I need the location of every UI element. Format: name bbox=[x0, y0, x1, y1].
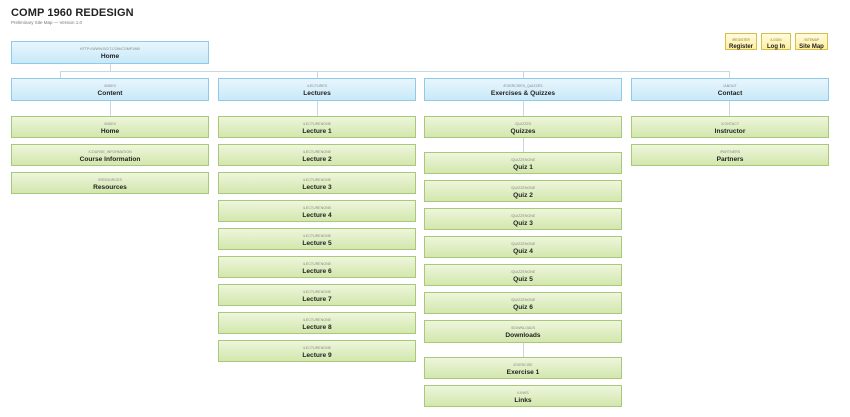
page-node-instructor[interactable]: /CONTACT Instructor bbox=[631, 116, 829, 138]
page-path: /LINKS bbox=[517, 391, 529, 395]
page-label: Instructor bbox=[714, 128, 746, 135]
page-label: Downloads bbox=[505, 332, 541, 339]
page-label: Quizzes bbox=[510, 128, 536, 135]
page-node-lecture-6[interactable]: /LECTURENONE Lecture 6 bbox=[218, 256, 416, 278]
page-label: Lecture 3 bbox=[302, 184, 332, 191]
page-node-quiz-3[interactable]: /QUIZZENONE Quiz 3 bbox=[424, 208, 622, 230]
page-path: /QUIZZENONE bbox=[510, 186, 536, 190]
page-label: Partners bbox=[716, 156, 744, 163]
sitemap-button[interactable]: /SITEMAP Site Map bbox=[795, 33, 828, 50]
page-subtitle: Preliminary Site Map — Version 1.0 bbox=[11, 20, 83, 25]
page-node-downloads[interactable]: /DOWNLOADS Downloads bbox=[424, 320, 622, 343]
login-label: Log In bbox=[767, 44, 785, 50]
page-path: /EXERCISE bbox=[513, 363, 533, 367]
section-path: /LECTURES bbox=[306, 84, 328, 88]
login-button[interactable]: /LOGIN Log In bbox=[761, 33, 791, 50]
section-content-node[interactable]: /INDEX Content bbox=[11, 78, 209, 101]
section-label: Content bbox=[97, 90, 123, 97]
section-path: /INDEX bbox=[104, 84, 116, 88]
page-node-lecture-2[interactable]: /LECTURENONE Lecture 2 bbox=[218, 144, 416, 166]
register-label: Register bbox=[728, 44, 753, 50]
page-node-home[interactable]: /INDEX Home bbox=[11, 116, 209, 138]
section-path: /EXERCISES_QUIZZES bbox=[503, 84, 543, 88]
page-path: /LECTURENONE bbox=[302, 150, 332, 154]
page-label: Quiz 4 bbox=[513, 248, 533, 255]
page-node-quiz-5[interactable]: /QUIZZENONE Quiz 5 bbox=[424, 264, 622, 286]
section-label: Exercises & Quizzes bbox=[490, 90, 556, 97]
page-node-course-information[interactable]: /COURSE_INFORMATION Course Information bbox=[11, 144, 209, 166]
page-node-lecture-5[interactable]: /LECTURENONE Lecture 5 bbox=[218, 228, 416, 250]
page-label: Lecture 9 bbox=[302, 352, 332, 359]
page-path: /COURSE_INFORMATION bbox=[88, 150, 132, 154]
page-label: Quiz 6 bbox=[513, 304, 533, 311]
page-path: /LECTURENONE bbox=[302, 318, 332, 322]
section-label: Lectures bbox=[303, 90, 331, 97]
page-node-partners[interactable]: /PARTNERS Partners bbox=[631, 144, 829, 166]
section-label: Contact bbox=[717, 90, 743, 97]
page-path: /LECTURENONE bbox=[302, 290, 332, 294]
page-node-lecture-1[interactable]: /LECTURENONE Lecture 1 bbox=[218, 116, 416, 138]
sitemap-path: /SITEMAP bbox=[803, 38, 820, 42]
page-path: /QUIZZES bbox=[514, 122, 532, 126]
page-node-resources[interactable]: /RESOURCES Resources bbox=[11, 172, 209, 194]
page-path: /QUIZZENONE bbox=[510, 270, 536, 274]
page-label: Resources bbox=[93, 184, 127, 191]
root-label: Home bbox=[100, 53, 120, 60]
section-lectures-node[interactable]: /LECTURES Lectures bbox=[218, 78, 416, 101]
page-title: COMP 1960 REDESIGN bbox=[11, 7, 134, 19]
page-node-lecture-3[interactable]: /LECTURENONE Lecture 3 bbox=[218, 172, 416, 194]
page-path: /CONTACT bbox=[720, 122, 740, 126]
page-label: Lecture 5 bbox=[302, 240, 332, 247]
page-label: Lecture 4 bbox=[302, 212, 332, 219]
page-path: /LECTURENONE bbox=[302, 178, 332, 182]
page-label: Quiz 2 bbox=[513, 192, 533, 199]
page-node-lecture-8[interactable]: /LECTURENONE Lecture 8 bbox=[218, 312, 416, 334]
page-node-quiz-2[interactable]: /QUIZZENONE Quiz 2 bbox=[424, 180, 622, 202]
page-path: /LECTURENONE bbox=[302, 346, 332, 350]
page-label: Quiz 1 bbox=[513, 164, 533, 171]
page-node-exercise-1[interactable]: /EXERCISE Exercise 1 bbox=[424, 357, 622, 379]
register-button[interactable]: /REGISTER Register bbox=[725, 33, 757, 50]
page-label: Lecture 2 bbox=[302, 156, 332, 163]
page-label: Lecture 7 bbox=[302, 296, 332, 303]
page-node-quiz-1[interactable]: /QUIZZENONE Quiz 1 bbox=[424, 152, 622, 174]
page-path: /RESOURCES bbox=[98, 178, 122, 182]
page-path: /PARTNERS bbox=[719, 150, 741, 154]
page-path: /QUIZZENONE bbox=[510, 158, 536, 162]
page-node-quiz-6[interactable]: /QUIZZENONE Quiz 6 bbox=[424, 292, 622, 314]
page-label: Lecture 6 bbox=[302, 268, 332, 275]
page-node-lecture-7[interactable]: /LECTURENONE Lecture 7 bbox=[218, 284, 416, 306]
page-node-quizzes[interactable]: /QUIZZES Quizzes bbox=[424, 116, 622, 138]
page-path: /LECTURENONE bbox=[302, 262, 332, 266]
page-node-quiz-4[interactable]: /QUIZZENONE Quiz 4 bbox=[424, 236, 622, 258]
page-label: Lecture 1 bbox=[302, 128, 332, 135]
page-path: /DOWNLOADS bbox=[510, 326, 536, 330]
page-path: /QUIZZENONE bbox=[510, 298, 536, 302]
page-label: Exercise 1 bbox=[506, 369, 540, 376]
page-label: Lecture 8 bbox=[302, 324, 332, 331]
page-node-links[interactable]: /LINKS Links bbox=[424, 385, 622, 407]
page-label: Home bbox=[100, 128, 120, 135]
section-contact-node[interactable]: /ABOUT Contact bbox=[631, 78, 829, 101]
page-path: /LECTURENONE bbox=[302, 234, 332, 238]
sitemap-label: Site Map bbox=[799, 44, 824, 50]
page-label: Quiz 5 bbox=[513, 276, 533, 283]
page-path: /QUIZZENONE bbox=[510, 242, 536, 246]
page-node-lecture-9[interactable]: /LECTURENONE Lecture 9 bbox=[218, 340, 416, 362]
register-path: /REGISTER bbox=[732, 38, 750, 42]
page-path: /INDEX bbox=[104, 122, 116, 126]
root-home-node[interactable]: HTTP://WWW.BCIT.COM/COMP1960 Home bbox=[11, 41, 209, 64]
page-path: /QUIZZENONE bbox=[510, 214, 536, 218]
page-label: Links bbox=[514, 397, 532, 404]
page-label: Course Information bbox=[79, 156, 141, 163]
page-path: /LECTURENONE bbox=[302, 206, 332, 210]
page-label: Quiz 3 bbox=[513, 220, 533, 227]
page-path: /LECTURENONE bbox=[302, 122, 332, 126]
page-node-lecture-4[interactable]: /LECTURENONE Lecture 4 bbox=[218, 200, 416, 222]
login-path: /LOGIN bbox=[770, 38, 782, 42]
section-exercises-node[interactable]: /EXERCISES_QUIZZES Exercises & Quizzes bbox=[424, 78, 622, 101]
section-path: /ABOUT bbox=[723, 84, 737, 88]
root-path: HTTP://WWW.BCIT.COM/COMP1960 bbox=[79, 47, 141, 51]
